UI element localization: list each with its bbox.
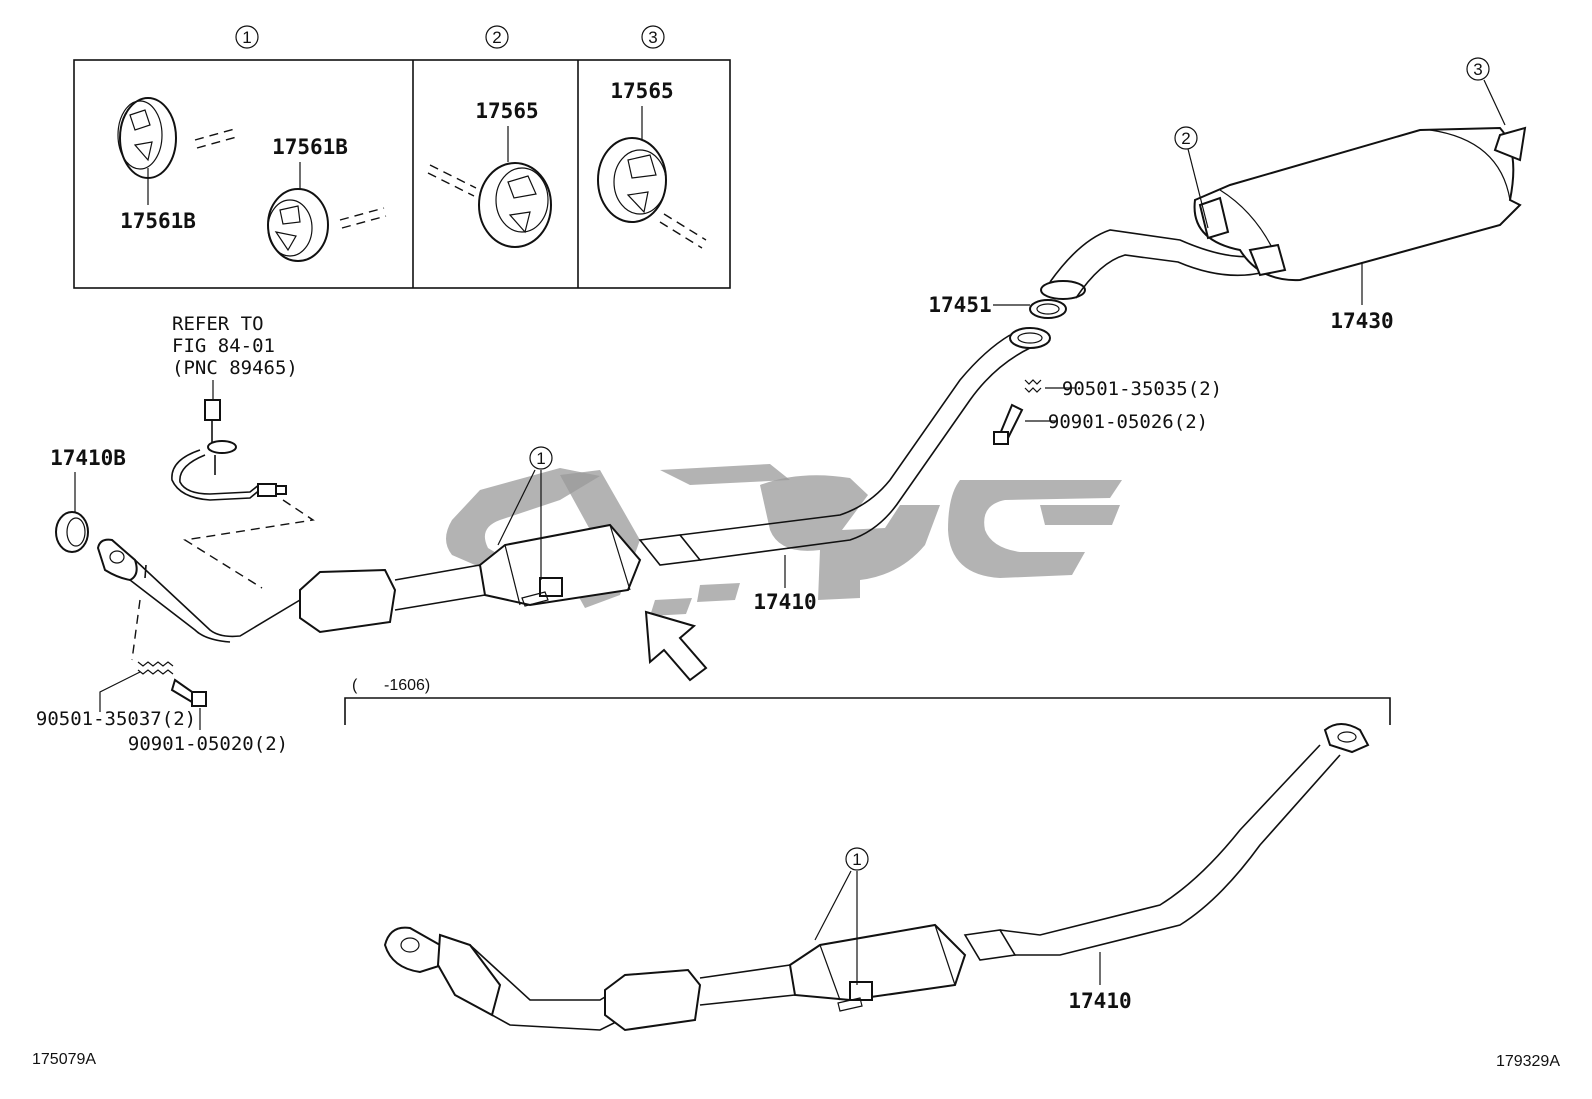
box1-part-b-label: 17561B [272, 135, 348, 159]
gasket-rear-label: 17451 [928, 293, 991, 317]
box1-part-a-label: 17561B [120, 209, 196, 233]
sensor-leader-dashed [183, 499, 315, 589]
muffler-callout-3: 3 [1466, 57, 1506, 126]
date-range-label: ( -1606) [352, 677, 430, 694]
svg-text:3: 3 [1473, 60, 1482, 79]
sensor-note-line1: REFER TO [172, 313, 264, 335]
svg-text:1: 1 [536, 449, 545, 468]
svg-text:2: 2 [492, 28, 501, 47]
muffler-icon [1040, 126, 1527, 300]
box2-header-callout: 2 [485, 25, 509, 49]
lower-pipe-callout-1: 1 [814, 847, 869, 985]
hanger-17561b-a-icon [117, 97, 241, 205]
sensor-note-line2: FIG 84-01 [172, 335, 275, 357]
hanger-17561b-b-icon [267, 162, 387, 262]
svg-text:3: 3 [648, 28, 657, 47]
footer-left-code: 175079A [32, 1051, 96, 1068]
gasket-front-label: 17410B [50, 446, 126, 470]
rear-bolt-icon [993, 403, 1024, 445]
muffler-callout-2: 2 [1174, 126, 1209, 229]
gasket-rear-icon [1029, 299, 1067, 319]
front-bolt-label: 90901-05020(2) [128, 733, 288, 755]
front-spring-icon [137, 661, 174, 675]
rear-bolt-label: 90901-05026(2) [1048, 411, 1208, 433]
gasket-front-icon [55, 511, 89, 553]
sensor-reference-note: REFER TO FIG 84-01 (PNC 89465) [172, 313, 298, 400]
upper-exhaust-pipe-icon [96, 327, 1051, 643]
oxygen-sensor-icon [171, 399, 287, 501]
front-spring-label: 90501-35037(2) [36, 708, 196, 730]
muffler-label: 17430 [1330, 309, 1393, 333]
box1-header-callout: 1 [235, 25, 259, 49]
svg-text:1: 1 [242, 28, 251, 47]
box3-header-callout: 3 [641, 25, 665, 49]
box2-part-label: 17565 [475, 99, 538, 123]
lower-exhaust-pipe-icon [383, 723, 1370, 1032]
detail-box-frame [73, 59, 731, 289]
date-range-bracket [344, 697, 1391, 725]
view-direction-arrow-icon [644, 610, 708, 682]
svg-text:2: 2 [1181, 129, 1190, 148]
front-bolt-icon [170, 678, 207, 707]
lower-pipe-label: 17410 [1068, 989, 1131, 1013]
upper-pipe-callout-1: 1 [497, 446, 553, 580]
upper-pipe-label: 17410 [753, 590, 816, 614]
box3-part-label: 17565 [610, 79, 673, 103]
svg-text:1: 1 [852, 850, 861, 869]
rear-spring-icon [1024, 379, 1042, 393]
rear-spring-label: 90501-35035(2) [1062, 378, 1222, 400]
hanger-detail-boxes: 1 2 3 17561B 17561B [73, 25, 731, 289]
front-spring-leader [99, 671, 141, 712]
footer-right-code: 179329A [1496, 1053, 1560, 1070]
hanger-17565-box3-icon [597, 106, 707, 249]
sensor-note-line3: (PNC 89465) [172, 357, 298, 379]
hanger-17565-box2-icon [427, 126, 552, 248]
front-bolt-leader-dashed [131, 599, 141, 661]
